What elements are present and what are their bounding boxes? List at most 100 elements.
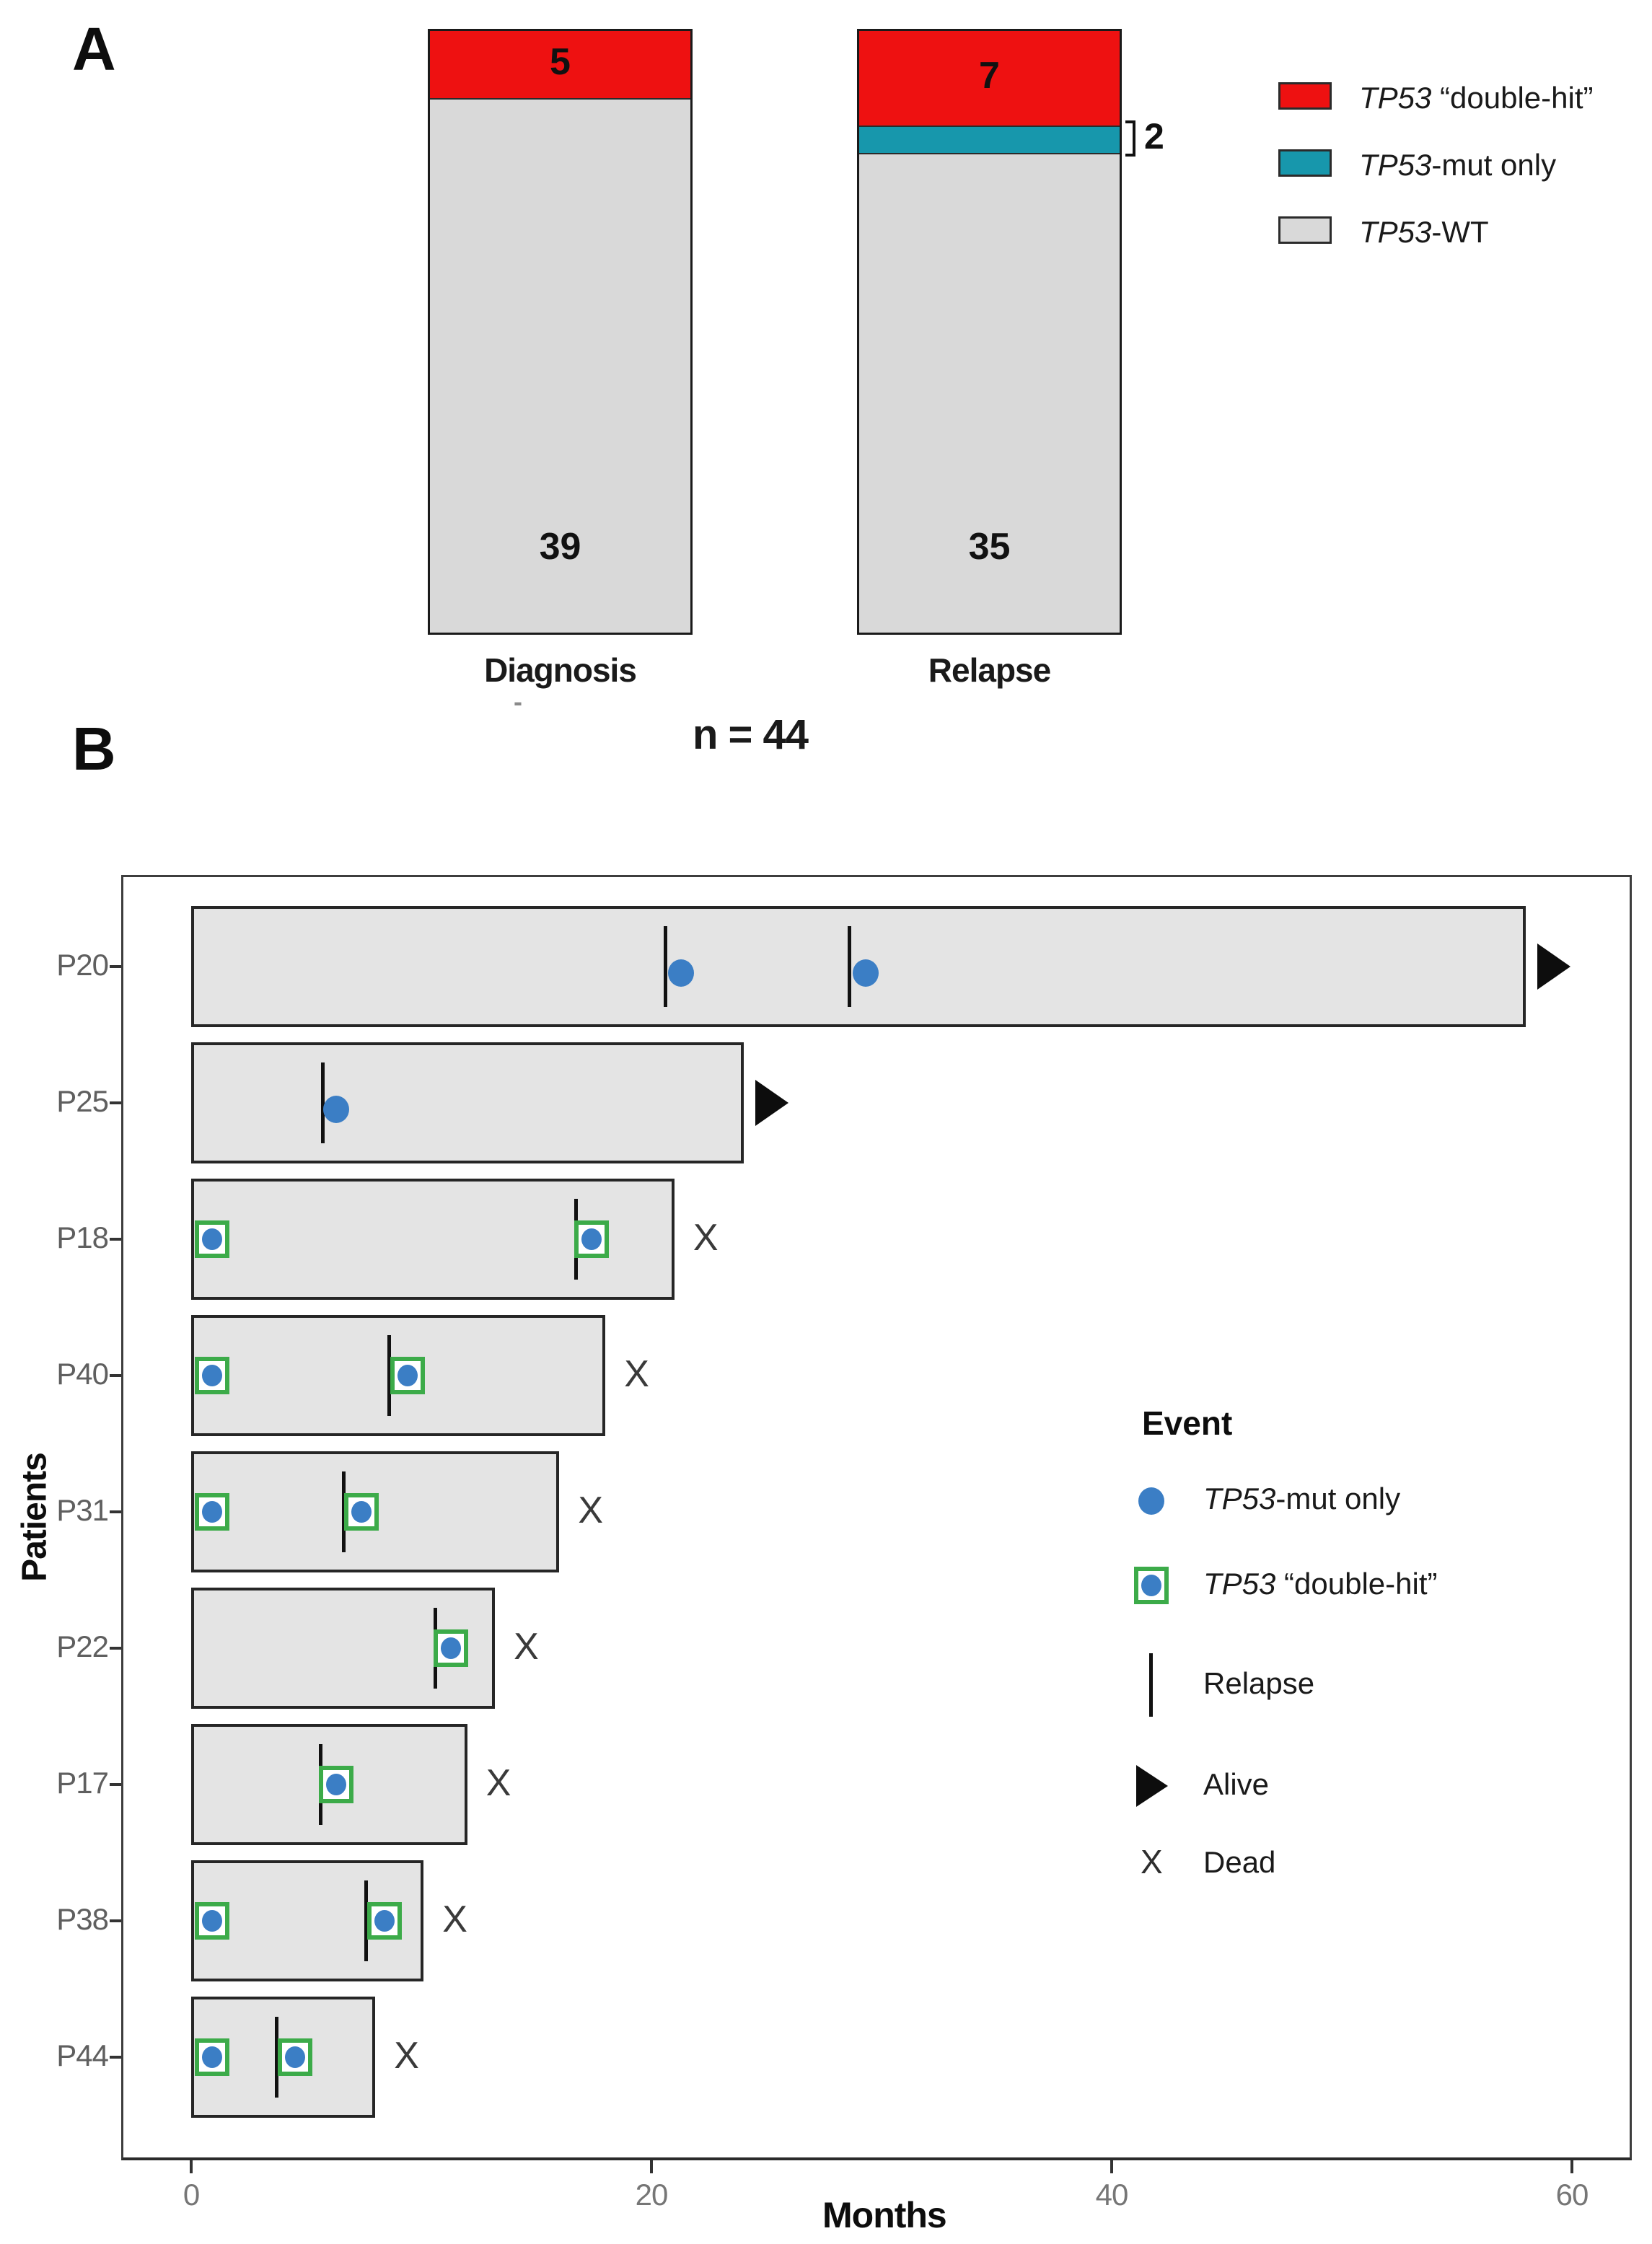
segment-double_hit bbox=[430, 31, 690, 100]
gene-name-italic: TP53 bbox=[1203, 1482, 1276, 1515]
panel-a-label: A bbox=[72, 15, 116, 83]
tp53-mut-only-marker bbox=[852, 959, 879, 987]
relapse-line-marker bbox=[387, 1335, 392, 1416]
event-legend-label: TP53 “double-hit” bbox=[1203, 1567, 1438, 1601]
y-axis-title: Patients bbox=[15, 1453, 54, 1582]
stacked-bar-relapse: 7 35 bbox=[857, 29, 1122, 635]
dead-x-marker: X bbox=[578, 1490, 604, 1531]
tp53-double-hit-marker bbox=[194, 1493, 229, 1531]
event-legend-label: Dead bbox=[1203, 1845, 1276, 1879]
mut-dot-icon bbox=[1138, 1487, 1164, 1515]
tp53-double-hit-dot bbox=[397, 1365, 418, 1386]
patient-label: P17 bbox=[56, 1766, 109, 1800]
gene-name-italic: TP53 bbox=[1359, 215, 1432, 249]
tp53-double-hit-dot bbox=[201, 2046, 222, 2068]
patient-label: P40 bbox=[56, 1357, 109, 1391]
mut-only-count: 2 bbox=[1144, 115, 1164, 157]
patient-label: P22 bbox=[56, 1629, 109, 1663]
patient-label: P25 bbox=[56, 1084, 109, 1118]
tp53-double-hit-marker bbox=[194, 1902, 229, 1940]
patient-label: P44 bbox=[56, 2038, 109, 2072]
relapse-line-marker bbox=[275, 2017, 279, 2098]
segment-value-wt: 35 bbox=[968, 526, 1011, 568]
event-legend-label: Alive bbox=[1203, 1767, 1270, 1801]
patient-tick-mark bbox=[110, 2056, 121, 2059]
gene-name-italic: TP53 bbox=[1359, 81, 1432, 115]
panel-b: B bbox=[0, 685, 1652, 2244]
plot-area bbox=[121, 875, 1632, 2160]
caption-dash: - bbox=[514, 687, 522, 716]
double-hit-dot-icon bbox=[1141, 1575, 1161, 1596]
relapse-line-marker bbox=[364, 1880, 369, 1961]
x-axis-tick bbox=[1110, 2160, 1113, 2173]
tp53-double-hit-dot bbox=[201, 1228, 222, 1250]
gene-name-italic: TP53 bbox=[1359, 148, 1432, 182]
segment-mut_only bbox=[859, 126, 1120, 154]
relapse-line-icon bbox=[1149, 1653, 1153, 1717]
tp53-double-hit-dot bbox=[325, 1774, 346, 1795]
tp53-double-hit-dot bbox=[351, 1501, 372, 1523]
patient-tick-mark bbox=[110, 965, 121, 968]
legend-label-wt: TP53-WT bbox=[1359, 215, 1489, 249]
tp53-double-hit-marker bbox=[344, 1493, 379, 1531]
gene-name-italic: TP53 bbox=[1203, 1567, 1276, 1601]
x-axis-tick-label: 40 bbox=[1095, 2178, 1129, 2212]
x-axis-tick-label: 60 bbox=[1555, 2178, 1589, 2212]
x-axis-tick bbox=[190, 2160, 193, 2173]
legend-label-double_hit: TP53 “double-hit” bbox=[1359, 81, 1594, 115]
legend-item-double_hit: TP53 “double-hit” bbox=[1278, 81, 1610, 115]
tp53-double-hit-dot bbox=[284, 2046, 305, 2068]
dead-x-marker: X bbox=[486, 1762, 511, 1804]
tp53-mut-only-marker bbox=[322, 1096, 349, 1123]
x-axis-tick-label: 0 bbox=[183, 2178, 200, 2212]
tp53-double-hit-marker bbox=[318, 1766, 353, 1803]
patient-tick-mark bbox=[110, 1647, 121, 1650]
dead-x-marker: X bbox=[442, 1898, 467, 1940]
relapse-line-marker bbox=[848, 926, 852, 1007]
tp53-double-hit-dot bbox=[201, 1501, 222, 1523]
tp53-double-hit-marker bbox=[366, 1902, 402, 1940]
x-axis-tick bbox=[650, 2160, 653, 2173]
category-label-diagnosis: Diagnosis bbox=[484, 651, 637, 689]
swimmer-bar bbox=[191, 1042, 744, 1163]
legend-item-mut_only: TP53-mut only bbox=[1278, 148, 1610, 182]
mut-only-bracket bbox=[1125, 120, 1135, 157]
tp53-double-hit-dot bbox=[201, 1365, 222, 1386]
tp53-double-hit-marker bbox=[194, 2038, 229, 2076]
patient-label: P31 bbox=[56, 1493, 109, 1527]
x-axis-tick-label: 20 bbox=[635, 2178, 669, 2212]
tp53-double-hit-marker bbox=[277, 2038, 312, 2076]
tp53-double-hit-dot bbox=[374, 1910, 395, 1932]
tp53-double-hit-dot bbox=[581, 1228, 602, 1250]
legend-label-mut_only: TP53-mut only bbox=[1359, 148, 1557, 182]
double-hit-icon bbox=[1134, 1567, 1169, 1604]
patient-tick-mark bbox=[110, 1238, 121, 1241]
relapse-line-marker bbox=[341, 1471, 346, 1552]
segment-wt bbox=[430, 99, 690, 633]
segment-wt bbox=[859, 154, 1120, 633]
legend-item-wt: TP53-WT bbox=[1278, 215, 1610, 249]
segment-value-double_hit: 7 bbox=[979, 55, 1000, 97]
event-legend-label: Relapse bbox=[1203, 1666, 1315, 1700]
tp53-double-hit-marker bbox=[434, 1629, 469, 1667]
patient-label: P20 bbox=[56, 948, 109, 982]
patient-tick-mark bbox=[110, 1374, 121, 1377]
patient-tick-mark bbox=[110, 1510, 121, 1513]
segment-value-double_hit: 5 bbox=[550, 41, 571, 84]
alive-triangle-icon bbox=[1136, 1765, 1168, 1807]
alive-arrow-marker bbox=[755, 1080, 788, 1126]
x-axis-title: Months bbox=[822, 2195, 947, 2235]
stacked-bar-diagnosis: 5 39 bbox=[428, 29, 693, 635]
dead-x-marker: X bbox=[514, 1626, 539, 1668]
patient-label: P18 bbox=[56, 1220, 109, 1254]
dead-x-marker: X bbox=[693, 1217, 719, 1259]
dead-x-marker: X bbox=[624, 1353, 649, 1395]
tp53-double-hit-dot bbox=[201, 1910, 222, 1932]
event-legend-title: Event bbox=[1142, 1404, 1233, 1442]
patient-tick-mark bbox=[110, 1783, 121, 1786]
tp53-double-hit-dot bbox=[441, 1637, 462, 1659]
segment-value-wt: 39 bbox=[539, 526, 581, 568]
patient-label: P38 bbox=[56, 1902, 109, 1936]
